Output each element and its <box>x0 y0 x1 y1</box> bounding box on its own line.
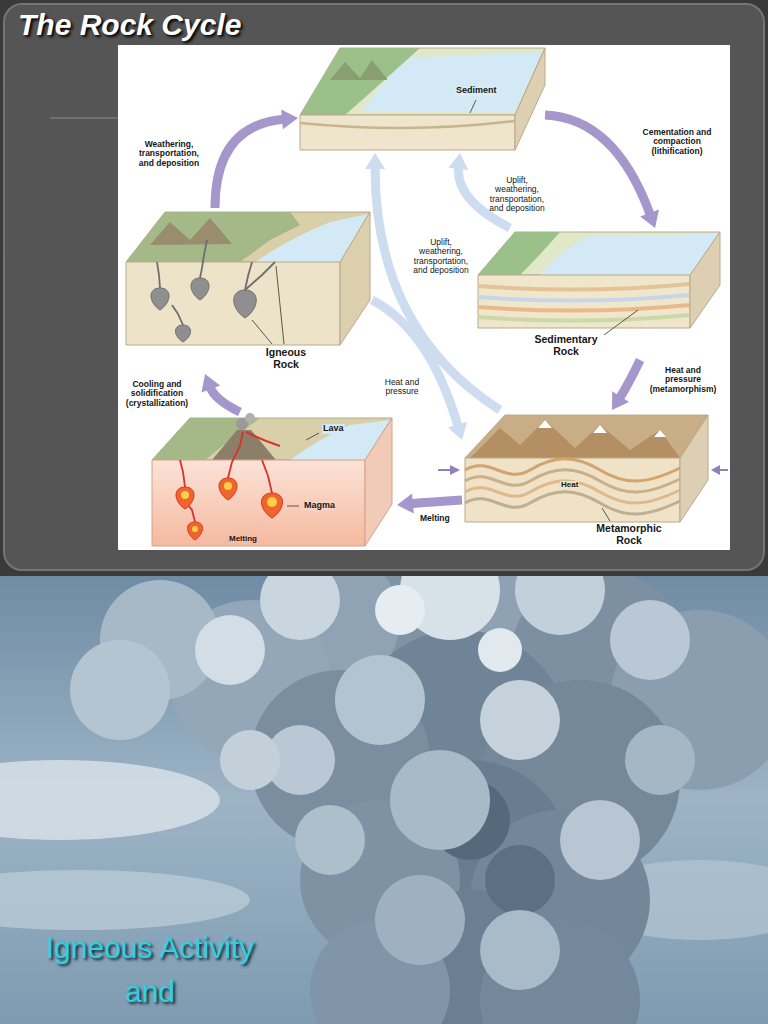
rock-block: Metamorphic Rock <box>462 410 712 550</box>
slide-ground <box>0 0 768 576</box>
part-label: Heat <box>560 481 579 490</box>
cycle-arrow <box>215 109 298 208</box>
arrow-line <box>215 119 284 208</box>
rock-block: Magma <box>150 412 397 550</box>
block-label: Igneous Rock <box>260 347 312 370</box>
arrow-head <box>448 422 467 440</box>
cycle-arrow <box>612 360 640 410</box>
edge-label: Weathering, transportation, and depositi… <box>136 140 202 168</box>
arrow-line <box>411 500 462 504</box>
part-label: Lava <box>322 424 345 434</box>
edge-label: Uplift, weathering, transportation, and … <box>486 176 548 213</box>
slide-heading: Igneous Activity and <box>25 926 275 1013</box>
shortcut-arrow <box>372 300 467 440</box>
rock-block: Igneous Rock <box>124 208 372 374</box>
edge-label: Uplift, weathering, transportation, and … <box>410 238 472 275</box>
block-label: Metamorphic Rock <box>590 523 668 546</box>
sediment-block <box>300 48 545 150</box>
rock-block: Sedimentary Rock <box>476 228 722 360</box>
edge-label: Heat and pressure <box>380 378 424 397</box>
slide-title: The Rock Cycle <box>18 8 241 41</box>
arrow-head <box>201 374 220 393</box>
arrow-line <box>372 300 458 427</box>
slide-frame <box>4 4 764 570</box>
rock-block: Sediment <box>298 45 545 153</box>
part-label: Melting <box>228 535 258 544</box>
sedimentary-block <box>478 232 720 335</box>
cycle-arrow <box>397 494 462 514</box>
figure-panel <box>118 45 730 550</box>
arrow-head <box>397 494 414 514</box>
metamorphic-block <box>438 415 728 522</box>
arrow-line <box>545 115 650 215</box>
eruption-photo <box>0 576 768 1024</box>
arrow-head <box>612 391 629 410</box>
block-label: Sedimentary Rock <box>530 334 602 357</box>
arrow-head <box>281 109 298 129</box>
arrow-line <box>210 387 240 412</box>
igneous-block <box>126 212 370 345</box>
cycle-arrow <box>545 115 659 228</box>
arrow-head <box>640 210 659 228</box>
cycle-arrow <box>201 374 239 412</box>
edge-label: Cooling and solidification (crystallizat… <box>120 380 194 408</box>
rule-line <box>50 118 118 119</box>
edge-label: Cementation and compaction (lithificatio… <box>642 128 712 156</box>
arrow-line <box>620 360 641 398</box>
edge-label: Melting <box>420 514 450 523</box>
arrow-head <box>365 153 385 169</box>
arrow-head <box>448 153 468 170</box>
block-label: Sediment <box>455 86 498 96</box>
block-label: Magma <box>303 501 336 511</box>
magma-block <box>152 413 392 546</box>
edge-label: Heat and pressure (metamorphism) <box>648 366 718 394</box>
